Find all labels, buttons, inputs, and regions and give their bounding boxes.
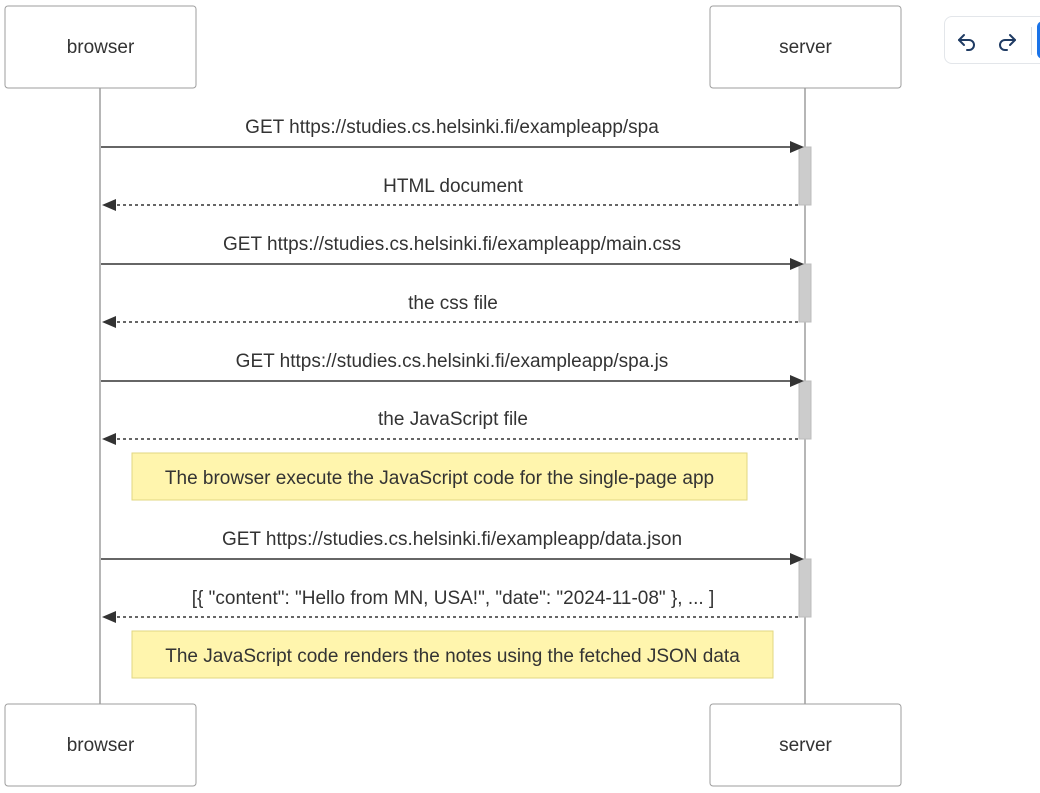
message: the css file [102, 293, 798, 328]
message-label: HTML document [383, 176, 523, 197]
actor-server-top[interactable]: server [709, 5, 902, 89]
arrowhead [102, 611, 116, 623]
arrowhead [102, 316, 116, 328]
actor-browser-bottom[interactable]: browser [4, 703, 197, 787]
editor-toolbar [944, 16, 1040, 64]
server-activation [798, 558, 812, 618]
arrowhead [790, 258, 804, 270]
message-label: the css file [408, 293, 498, 314]
actor-browser-top[interactable]: browser [4, 5, 197, 89]
primary-action-button[interactable] [1037, 21, 1040, 59]
redo-button[interactable] [993, 27, 1021, 55]
toolbar-divider [1031, 27, 1032, 55]
message-label: the JavaScript file [378, 409, 528, 430]
message: HTML document [102, 176, 798, 211]
note: The browser execute the JavaScript code … [131, 452, 748, 501]
message-label: GET https://studies.cs.helsinki.fi/examp… [223, 234, 681, 255]
message: the JavaScript file [102, 409, 798, 445]
undo-button[interactable] [953, 27, 981, 55]
message: GET https://studies.cs.helsinki.fi/examp… [101, 234, 804, 270]
actor-label: browser [67, 735, 135, 756]
actor-label: server [779, 37, 832, 58]
arrowhead [102, 433, 116, 445]
message: GET https://studies.cs.helsinki.fi/examp… [101, 529, 804, 565]
arrowhead [790, 141, 804, 153]
actor-server-bottom[interactable]: server [709, 703, 902, 787]
note: The JavaScript code renders the notes us… [131, 630, 774, 679]
arrowhead [790, 553, 804, 565]
undo-icon [958, 34, 975, 51]
actor-label: server [779, 735, 832, 756]
message-label: [{ "content": "Hello from MN, USA!", "da… [192, 588, 715, 609]
redo-icon [999, 34, 1016, 51]
note-text: The JavaScript code renders the notes us… [165, 646, 740, 667]
server-activation [798, 146, 812, 206]
server-activation [798, 263, 812, 323]
server-activation [798, 380, 812, 440]
message: [{ "content": "Hello from MN, USA!", "da… [102, 588, 798, 623]
arrowhead [102, 199, 116, 211]
message-label: GET https://studies.cs.helsinki.fi/examp… [236, 351, 669, 372]
arrowhead [790, 375, 804, 387]
note-text: The browser execute the JavaScript code … [165, 468, 714, 489]
message: GET https://studies.cs.helsinki.fi/examp… [101, 351, 804, 387]
message-label: GET https://studies.cs.helsinki.fi/examp… [245, 117, 659, 138]
message: GET https://studies.cs.helsinki.fi/examp… [101, 117, 804, 153]
actor-label: browser [67, 37, 135, 58]
message-label: GET https://studies.cs.helsinki.fi/examp… [222, 529, 682, 550]
sequence-diagram: browser server GET https://studies.cs.he… [4, 5, 902, 787]
